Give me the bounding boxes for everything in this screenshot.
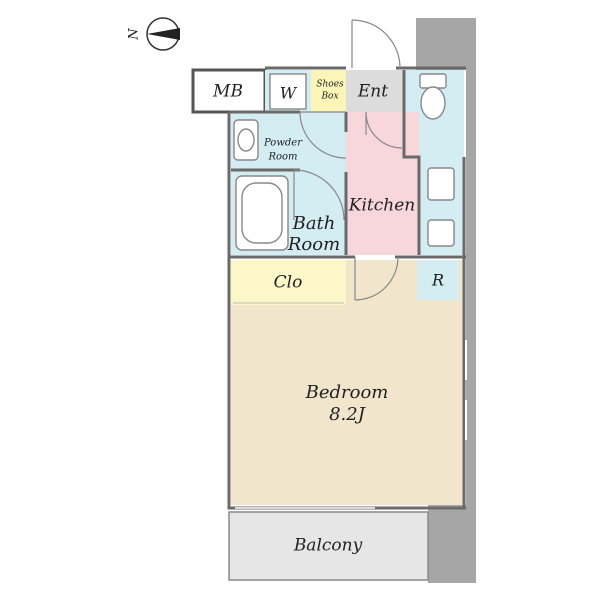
bath-room-label-line2: Room (287, 234, 340, 255)
toilet-bowl-icon (420, 86, 446, 120)
sink-basin-icon (237, 128, 255, 152)
structural-column-top (416, 18, 466, 70)
powder-room-label-line1: Powder (263, 138, 303, 149)
balcony-area (228, 511, 429, 581)
structural-column-bottom (428, 505, 476, 583)
structural-wall-right (466, 18, 476, 513)
toilet-door-icon (365, 111, 403, 149)
kitchen-area (346, 112, 419, 255)
powder-room-door-icon (299, 111, 347, 159)
walls (227, 66, 466, 510)
bedroom-area (231, 305, 464, 505)
kitchen-sink-icon (427, 219, 455, 247)
refrigerator-area (417, 260, 459, 300)
fixtures (233, 73, 467, 509)
mb-label: MB (212, 82, 243, 102)
shoes-box-label-line1: Shoes (316, 80, 344, 90)
room-labels: MB W Shoes Box Ent Powder Room Kitchen B… (212, 80, 444, 556)
entrance-door-icon (351, 19, 401, 69)
mb-box (191, 68, 267, 114)
shoes-box-area (311, 70, 346, 112)
entrance-area (346, 70, 404, 112)
compass-needle-icon (147, 28, 180, 40)
closet-area (231, 260, 346, 305)
shoes-box-label-line2: Box (320, 92, 338, 102)
refrigerator-label: R (431, 271, 444, 290)
powder-room-label-line2: Room (267, 152, 297, 163)
bath-room-door-icon (293, 169, 345, 221)
wall-toilet (402, 70, 421, 255)
compass-north-label: N (127, 28, 142, 41)
entrance-label: Ent (357, 82, 388, 102)
bathtub-inner-icon (241, 182, 283, 244)
kitchen-label: Kitchen (348, 196, 415, 216)
washer-icon (269, 73, 307, 110)
stove-icon (427, 167, 455, 201)
wall-left-bottom (227, 112, 466, 510)
bath-room-label-line1: Bath (292, 213, 336, 234)
bedroom-size-label: 8.2J (329, 404, 367, 425)
bedroom-label: Bedroom (305, 382, 389, 403)
compass: N (127, 17, 180, 51)
bedroom-door-icon (354, 256, 399, 301)
toilet-tank-icon (419, 73, 447, 89)
doors (293, 19, 403, 301)
balcony-label: Balcony (293, 536, 363, 556)
washer-label: W (280, 84, 298, 103)
closet-label: Clo (274, 273, 303, 293)
